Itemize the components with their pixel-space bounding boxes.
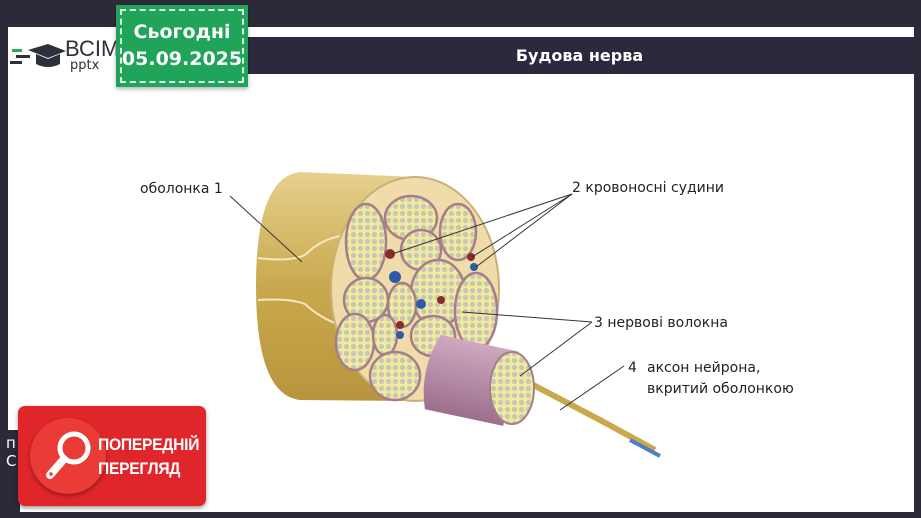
label-axon-number: 4 [628,360,637,376]
label-sheath: оболонка 1 [140,181,223,197]
today-label: Сьогодні [133,21,231,43]
logo: ВСІМ pptx [10,36,119,76]
label-axon-line1: аксон нейрона, [647,360,761,376]
preview-button[interactable]: ПОПЕРЕДНІЙ ПЕРЕГЛЯД [18,406,206,506]
date-badge: Сьогодні 05.09.2025 [116,5,248,87]
preview-label-line1: ПОПЕРЕДНІЙ [98,435,200,454]
label-blood-vessels: 2 кровоносні судини [572,180,725,196]
date-value: 05.09.2025 [121,48,243,70]
graduation-cap-icon [10,44,66,67]
slide-title: Будова нерва [515,46,644,65]
label-axon-line2: вкритий оболонкою [647,381,794,397]
magnifier-icon [30,418,106,494]
slide-title-bar: Будова нерва [245,37,914,74]
nerve-fascicles [334,194,499,402]
preview-label-line2: ПЕРЕГЛЯД [98,459,181,478]
side-char: С [6,452,17,470]
side-panel: п С [0,430,20,518]
leader-lines [229,193,625,411]
blood-vessels [385,249,478,339]
label-nerve-fibers: 3 нервові волокна [594,315,728,331]
axon [518,375,657,453]
side-char: п [6,434,16,452]
logo-text: ВСІМ [65,36,120,61]
logo-subtext: pptx [70,58,100,73]
